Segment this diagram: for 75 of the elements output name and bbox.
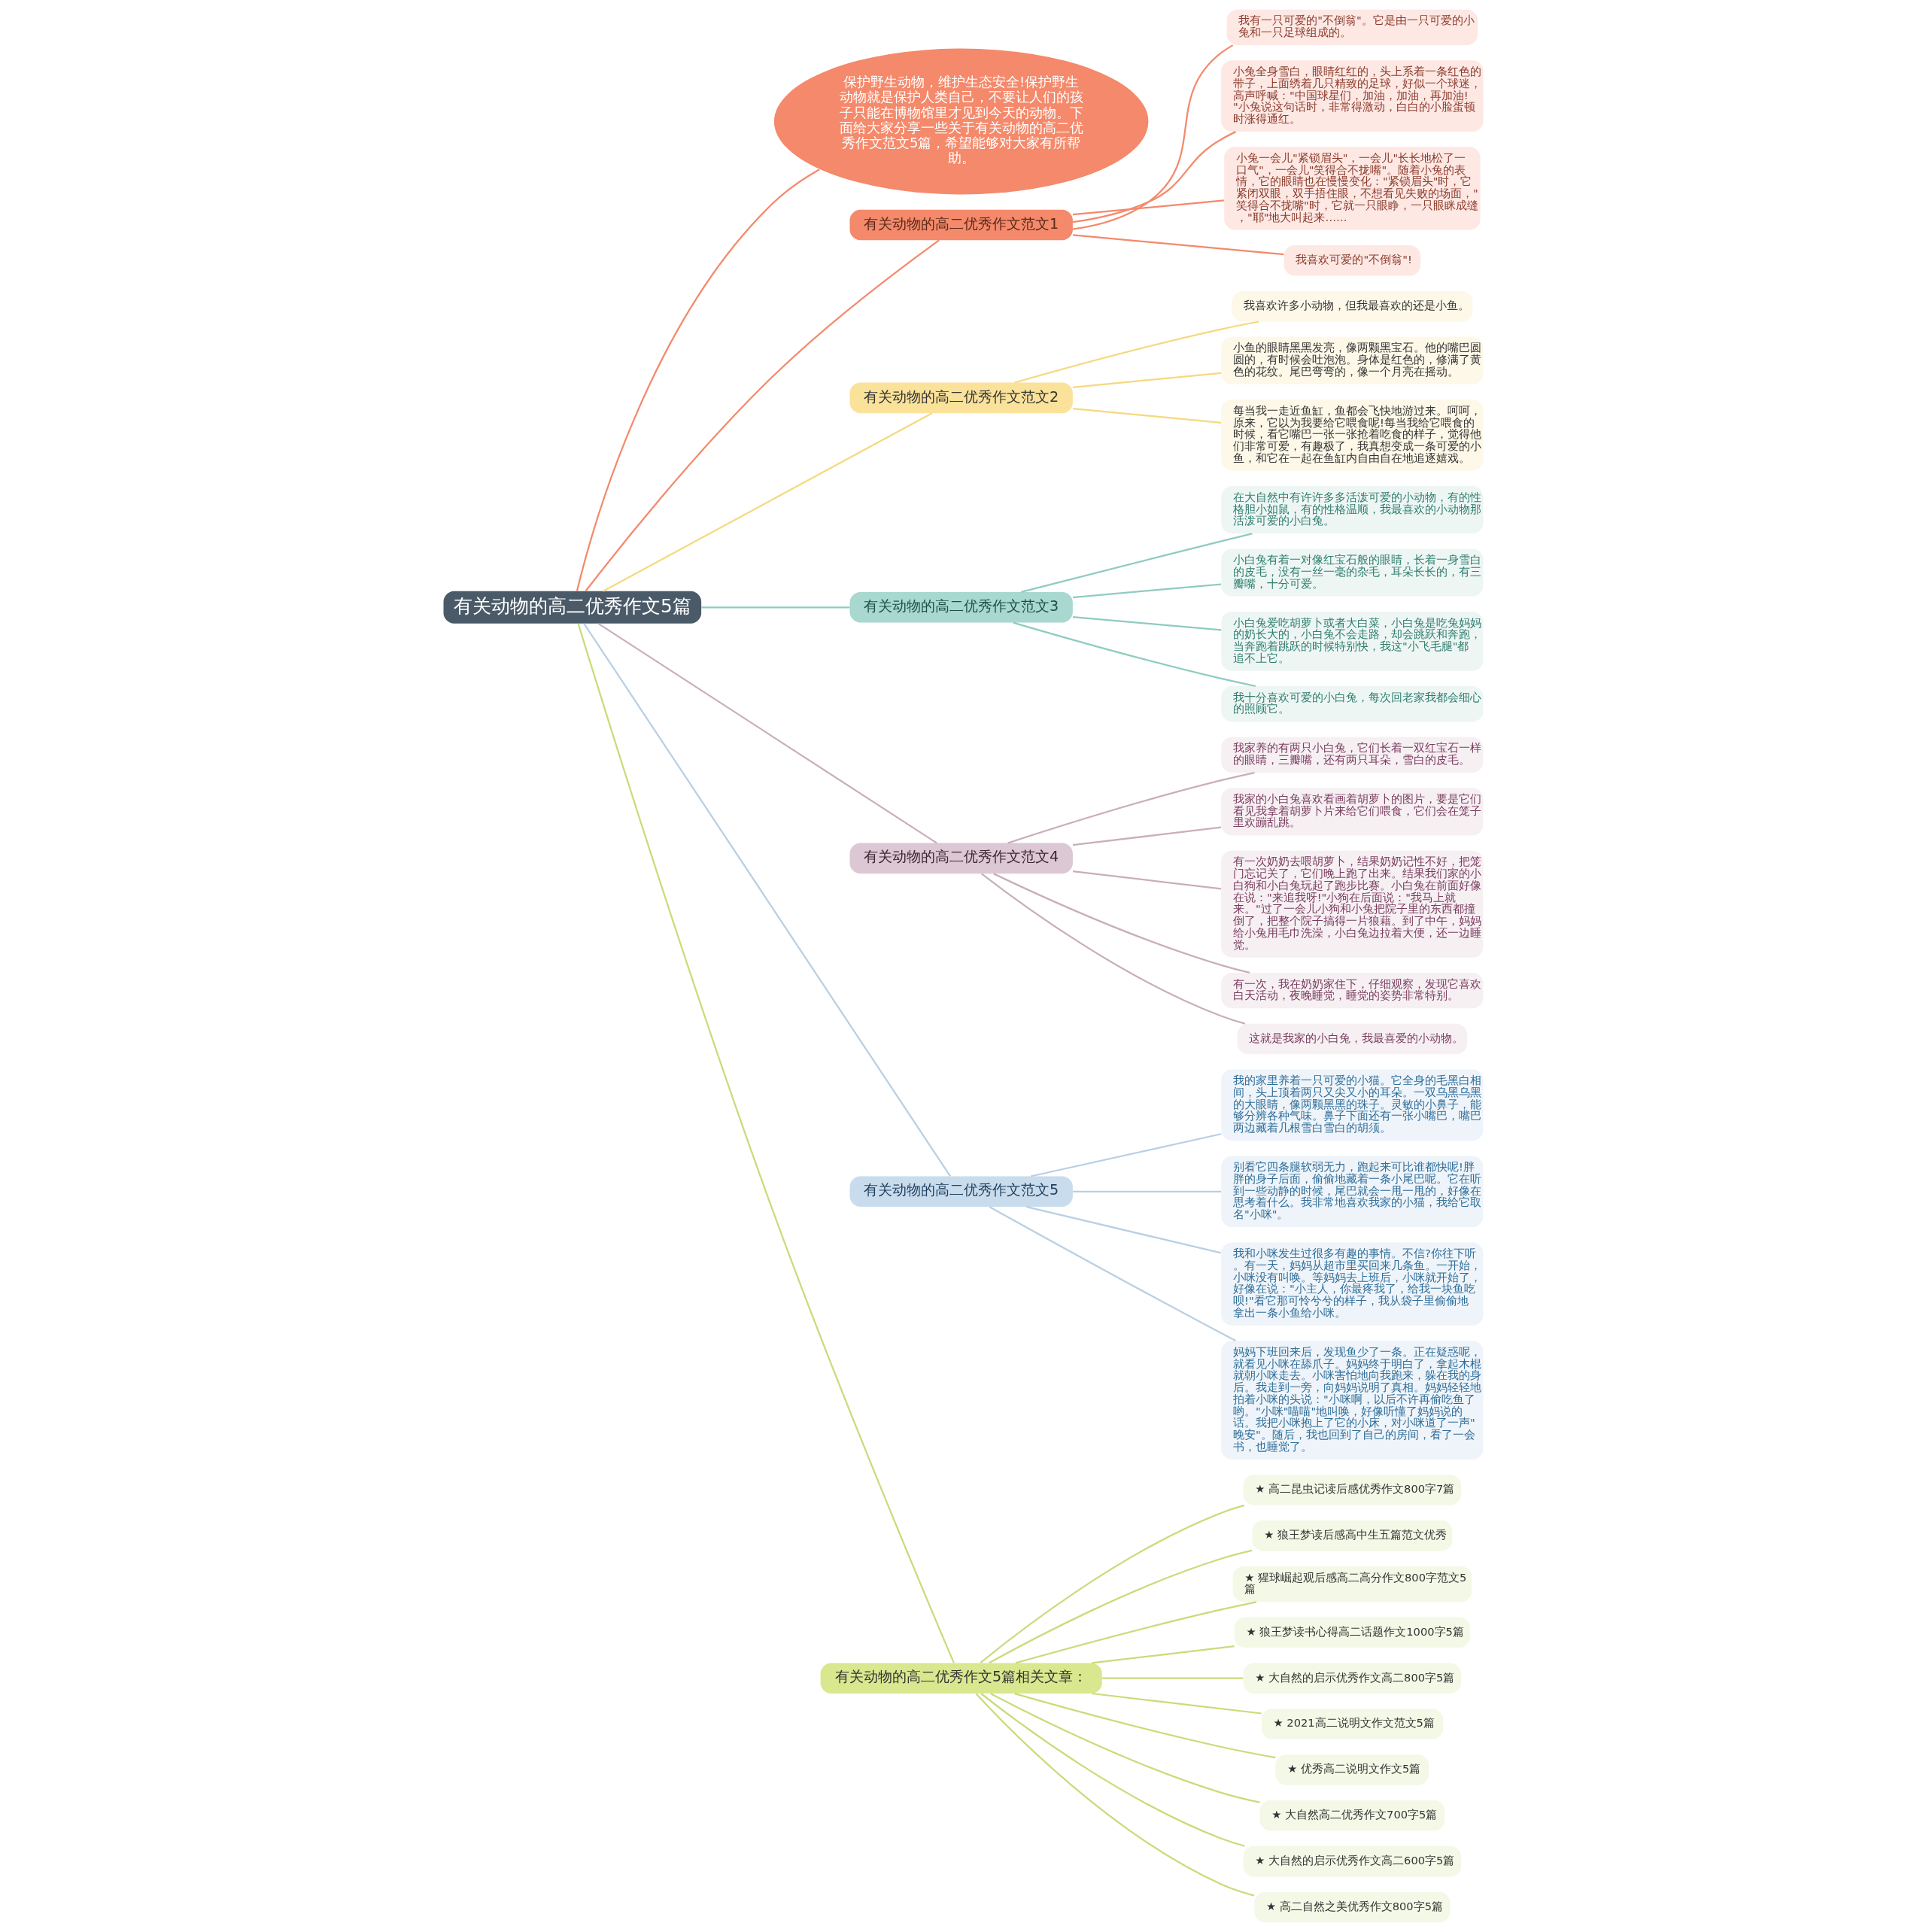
- node-box: 这就是我家的小白兔，我最喜爱的小动物。: [1237, 1023, 1467, 1055]
- connector: [576, 169, 820, 591]
- connector: [1013, 320, 1259, 384]
- connector: [975, 1693, 1254, 1897]
- node-box: 有关动物的高二优秀作文范文2: [849, 382, 1073, 414]
- connector: [989, 1693, 1260, 1803]
- connector: [1012, 621, 1256, 688]
- connector: [1072, 44, 1233, 230]
- connector: [992, 873, 1250, 974]
- connector: [1072, 870, 1221, 890]
- node-box: 有关动物的高二优秀作文5篇相关文章：: [820, 1663, 1102, 1694]
- node-box: ★ 大自然高二优秀作文700字5篇: [1259, 1800, 1444, 1831]
- connector: [1072, 615, 1221, 631]
- connector: [1072, 234, 1284, 256]
- node-box: ★ 高二昆虫记读后感优秀作文800字7篇: [1243, 1475, 1461, 1505]
- node-box: 小白兔爱吃胡萝卜或者大白菜，小白兔是吃兔妈妈的奶长大的，小白兔不会走路，却会跳跃和奔跑，当奔跑着跳跃的时候特别快，我这"小飞毛腿"都追不上它。: [1220, 611, 1483, 671]
- node-box: 有一次，我在奶奶家住下，仔细观察，发现它喜欢白天活动，夜晚睡觉，睡觉的姿势非常特别。: [1220, 973, 1483, 1009]
- connector: [582, 623, 951, 1177]
- connector: [1072, 826, 1221, 846]
- node-box: 我和小咪发生过很多有趣的事情。不信?你往下听。有一天，妈妈从超市里买回来几条鱼。一开始，小咪没有叫唤。等妈妈去上班后，小咪就开始了，好像在说："小主人，你最疼我了，给我一块鱼吃呗!"看它那可怜兮兮的样子，我从袋子里偷偷地拿出一条小鱼给小咪。: [1220, 1242, 1483, 1326]
- node-box: 小兔全身雪白，眼睛红红的，头上系着一条红色的带子，上面绣着几只精致的足球，好似一个球迷，高声呼喊："中国球星们，加油，加油，再加油!"小兔说这句话时，非常得激动，白白的小脸蛋顿时涨得通红。: [1220, 60, 1483, 132]
- node-box: ★ 2021高二说明文作文范文5篇: [1261, 1709, 1443, 1739]
- node-box: 我喜欢可爱的"不倒翁"!: [1283, 245, 1420, 276]
- connector: [1015, 1601, 1256, 1664]
- connector: [1072, 407, 1221, 424]
- node-box: 有关动物的高二优秀作文范文3: [849, 592, 1073, 623]
- connector: [980, 1504, 1244, 1663]
- node-box: 小兔一会儿"紧锁眉头"，一会儿"长长地松了一口气"，一会儿"笑得合不拢嘴"。随着小兔的表情，它的眼睛也在慢慢变化："紧锁眉头"时，它紧闭双眼，双手捂住眼，不想看见失败的场面，"笑得合不拢嘴"时，它就一只眼睁，一只眼眯成缝，"耶"地大叫起来……: [1223, 147, 1481, 230]
- connector: [1072, 1190, 1221, 1192]
- node-ellipse: 保护野生动物，维护生态安全!保护野生动物就是保护人类自己，不要让人们的孩子只能在博物馆里才见到今天的动物。下面给大家分享一些关于有关动物的高二优秀作文范文5篇，希望能够对大家有所帮助。: [773, 48, 1148, 195]
- node-box: 有关动物的高二优秀作文范文4: [849, 843, 1073, 874]
- connector: [597, 622, 937, 844]
- connector: [1072, 199, 1224, 216]
- connector: [1020, 533, 1253, 593]
- connector: [989, 1206, 1236, 1342]
- connector: [1013, 1693, 1276, 1759]
- node-box: ★ 大自然的启示优秀作文高二800字5篇: [1243, 1663, 1461, 1694]
- node-box: 我喜欢许多小动物，但我最喜欢的还是小鱼。: [1231, 290, 1472, 322]
- node-box: 小白兔有着一对像红宝石般的眼睛，长着一身雪白的皮毛，没有一丝一毫的杂毛，耳朵长长的，有三瓣嘴，十分可爱。: [1220, 548, 1483, 597]
- node-box: 有一次奶奶去喂胡萝卜，结果奶奶记性不好，把笼门忘记关了，它们晚上跑了出来。结果我们家的小白狗和小白兔玩起了跑步比赛。小白兔在前面好像在说："来追我呀!"小狗在后面说："我马上就来。"过了一会儿小狗和小兔把院子里的东西都撞倒了，把整个院子搞得一片狼藉。到了中午，妈妈给小兔用毛巾洗澡，小白兔边拉着大便，还一边睡觉。: [1220, 850, 1483, 958]
- connector: [1030, 1133, 1221, 1177]
- connector: [1091, 1692, 1262, 1715]
- connector: [602, 412, 932, 592]
- node-box: 在大自然中有许许多多活泼可爱的小动物，有的性格胆小如鼠，有的性格温顺，我最喜欢的小动物那活泼可爱的小白兔。: [1220, 486, 1483, 534]
- connector: [1072, 583, 1221, 599]
- node-box: 我家养的有两只小白兔，它们长着一双红宝石一样的眼睛，三瓣嘴，还有两只耳朵，雪白的皮毛。: [1220, 737, 1483, 773]
- connector: [1007, 771, 1255, 844]
- connector: [980, 873, 1245, 1025]
- node-box: 别看它四条腿软弱无力，跑起来可比谁都快呢!胖胖的身子后面，偷偷地藏着一条小尾巴呢。它在听到一些动静的时候，尾巴就会一甩一甩的，好像在思考着什么。我非常地喜欢我家的小猫，我给它取名"小咪"。: [1220, 1156, 1483, 1228]
- node-box: 我的家里养着一只可爱的小猫。它全身的毛黑白相间，头上顶着两只又尖又小的耳朵。一双乌黑乌黑的大眼睛，像两颗黑黑的珠子。灵敏的小鼻子，能够分辨各种气味。鼻子下面还有一张小嘴巴，嘴巴两边藏着几根雪白雪白的胡须。: [1220, 1069, 1483, 1141]
- node-box: 小鱼的眼睛黑黑发亮，像两颗黑宝石。他的嘴巴圆圆的，有时候会吐泡泡。身体是红色的，修满了黄色的花纹。尾巴弯弯的，像一个月亮在摇动。: [1220, 336, 1483, 384]
- connector: [585, 239, 940, 592]
- connector: [577, 623, 955, 1663]
- node-box: 每当我一走近鱼缸，鱼都会飞快地游过来。呵呵，原来，它以为我要给它喂食呢!每当我给它喂食的时候，看它嘴巴一张一张抢着吃食的样子，觉得他们非常可爱，有趣极了，我真想变成一条可爱的小鱼，和它在一起在鱼缸内自由自在地追逐嬉戏。: [1220, 399, 1483, 471]
- node-box: 有关动物的高二优秀作文范文5: [849, 1176, 1073, 1208]
- node-box: ★ 猩球崛起观后感高二高分作文800字范文5篇: [1232, 1566, 1472, 1602]
- node-box: 我有一只可爱的"不倒翁"。它是由一只可爱的小兔和一只足球组成的。: [1226, 9, 1478, 46]
- connector: [980, 1693, 1245, 1847]
- node-box: ★ 狼王梦读后感高中生五篇范文优秀: [1251, 1520, 1452, 1551]
- connector: [1025, 1206, 1221, 1254]
- node-box: 我十分喜欢可爱的小白兔，每次回老家我都会细心的照顾它。: [1220, 686, 1483, 722]
- node-box: ★ 优秀高二说明文作文5篇: [1274, 1754, 1429, 1785]
- node-box: ★ 大自然的启示优秀作文高二600字5篇: [1243, 1845, 1461, 1877]
- connector: [988, 1549, 1252, 1664]
- connector: [1072, 131, 1236, 223]
- connector: [700, 606, 849, 609]
- node-box: ★ 狼王梦读书心得高二话题作文1000字5篇: [1234, 1617, 1470, 1648]
- connector: [1101, 1677, 1243, 1679]
- connector: [1072, 372, 1221, 388]
- node-box: ★ 高二自然之美优秀作文800字5篇: [1253, 1891, 1451, 1923]
- connector: [1091, 1645, 1235, 1664]
- node-box: 有关动物的高二优秀作文5篇: [443, 591, 701, 624]
- node-box: 妈妈下班回来后，发现鱼少了一条。正在疑惑呢，就看见小咪在舔爪子。妈妈终于明白了，拿起木棍就朝小咪走去。小咪害怕地向我跑来，躲在我的身后。我走到一旁，向妈妈说明了真相。妈妈轻轻地拍着小咪的头说："小咪啊，以后不许再偷吃鱼了哟。"小咪"喵喵"地叫唤，好像听懂了妈妈说的话。我把小咪抱上了它的小床，对小咪道了一声"晚安"。随后，我也回到了自己的房间，看了一会书，也睡觉了。: [1220, 1341, 1483, 1460]
- node-box: 有关动物的高二优秀作文范文1: [849, 209, 1073, 241]
- node-box: 我家的小白兔喜欢看画着胡萝卜的图片，要是它们看见我拿着胡萝卜片来给它们喂食，它们会在笼子里欢蹦乱跳。: [1220, 788, 1483, 836]
